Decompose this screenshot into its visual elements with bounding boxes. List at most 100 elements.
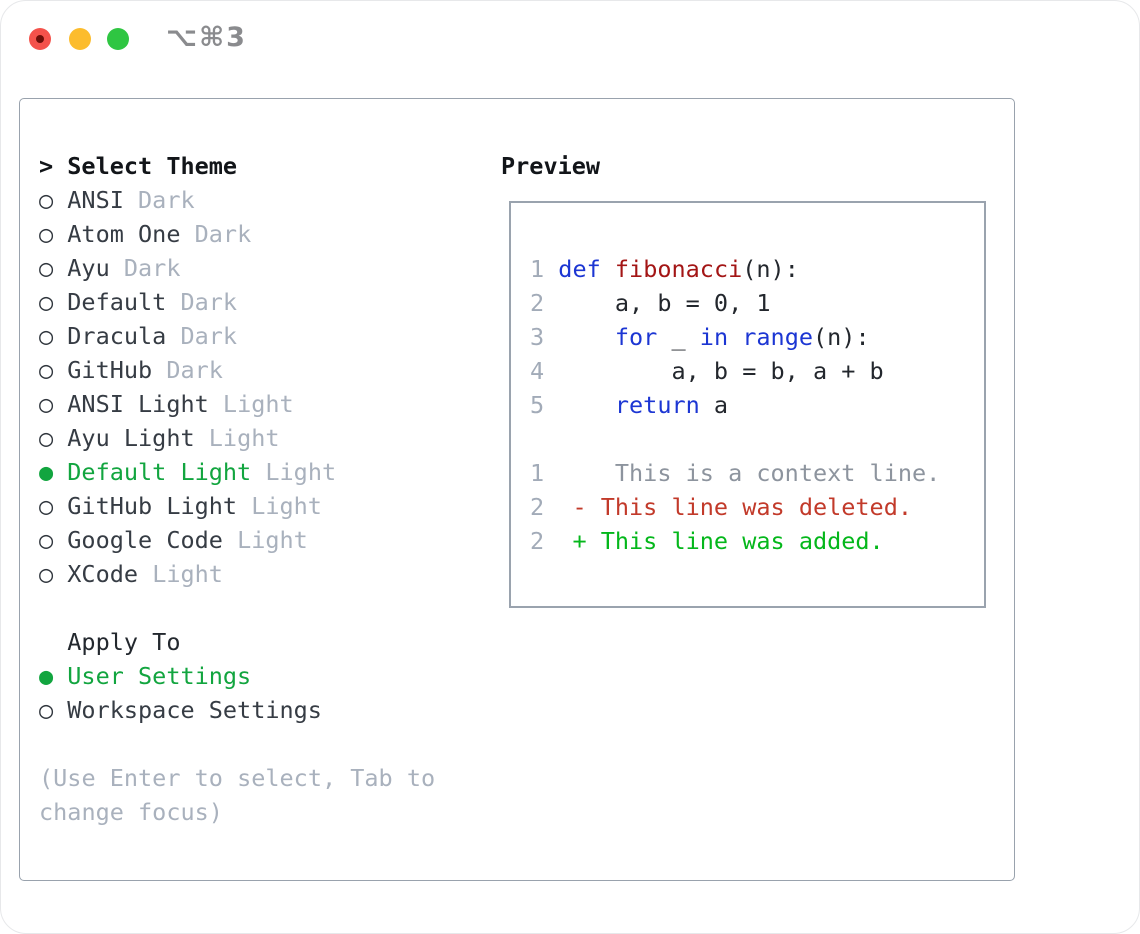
- option-variant-label: Dark: [194, 220, 252, 248]
- option-label: GitHub: [67, 356, 153, 384]
- theme-option[interactable]: ●Default Light Light: [39, 455, 489, 489]
- code-token-kw: def: [558, 255, 601, 283]
- theme-option[interactable]: ○ GitHub Dark: [39, 353, 489, 387]
- option-variant-label: Dark: [180, 288, 238, 316]
- code-token-code: (n):: [813, 323, 870, 351]
- option-label: GitHub Light: [67, 492, 238, 520]
- theme-option[interactable]: ○ ANSI Light Light: [39, 387, 489, 421]
- option-label: Google Code: [67, 526, 223, 554]
- code-line: 1 This is a context line.: [530, 456, 984, 490]
- radio-icon: ○: [39, 186, 54, 214]
- apply-to-header: Apply To: [39, 625, 489, 659]
- preview-title: Preview: [501, 152, 601, 180]
- radio-icon: ○: [39, 696, 54, 724]
- radio-icon: ○: [39, 254, 54, 282]
- option-variant-label: Dark: [138, 186, 195, 214]
- radio-icon: ○: [39, 220, 54, 248]
- theme-option[interactable]: ○ Google Code Light: [39, 523, 489, 557]
- code-token-lnum: 3: [530, 323, 559, 351]
- radio-icon: ○: [39, 288, 54, 316]
- code-token-code: [558, 391, 615, 419]
- close-button[interactable]: [29, 28, 51, 50]
- radio-icon: ○: [39, 560, 54, 588]
- option-variant-label: Light: [208, 424, 280, 452]
- code-token-lnum: 1: [530, 255, 559, 283]
- option-variant-label: Light: [237, 526, 308, 554]
- code-token-kw: in: [699, 323, 729, 351]
- option-label: ANSI Light: [67, 390, 209, 418]
- theme-sidebar: > Select Theme ○ ANSI Dark ○ Atom One Dark ○ A…: [39, 149, 489, 829]
- apply-to-list: ●User Settings ○ Workspace Settings: [39, 659, 489, 727]
- code-token-lnum: 1: [530, 459, 559, 487]
- section-title: Apply To: [67, 628, 181, 656]
- radio-icon: ○: [39, 390, 54, 418]
- theme-option[interactable]: ○ Ayu Dark: [39, 251, 489, 285]
- code-token-fn: fibonacci: [614, 255, 743, 283]
- radio-icon: ○: [39, 356, 54, 384]
- code-token-code: [558, 323, 615, 351]
- option-variant-label: Light: [251, 492, 322, 520]
- code-line: 2 a, b = 0, 1: [530, 286, 984, 320]
- code-line: 2 - This line was deleted.: [530, 490, 984, 524]
- zoom-button[interactable]: [107, 28, 129, 50]
- theme-option[interactable]: ○ Ayu Light Light: [39, 421, 489, 455]
- code-token-kw: return: [614, 391, 700, 419]
- option-label: Atom One: [67, 220, 181, 248]
- theme-list: ○ ANSI Dark ○ Atom One Dark ○ Ayu Dark ○ Defaul…: [39, 183, 489, 591]
- code-token-lnum: 2: [530, 493, 559, 521]
- option-variant-label: Dark: [180, 322, 238, 350]
- theme-option[interactable]: ○Dracula Dark: [39, 319, 489, 353]
- option-label: Default Light: [67, 458, 252, 486]
- radio-icon: ○: [39, 526, 54, 554]
- code-token-kw: range: [742, 323, 813, 351]
- focus-caret-icon: >: [39, 152, 54, 180]
- code-token-lnum: 5: [530, 391, 559, 419]
- radio-icon: ○: [39, 424, 54, 452]
- code-line: [530, 422, 984, 456]
- code-token-code: _: [657, 323, 700, 351]
- window-title: ⌥⌘3: [166, 22, 247, 53]
- option-label: Default: [67, 288, 167, 316]
- option-label: Dracula: [67, 322, 167, 350]
- option-variant-label: Light: [222, 390, 294, 418]
- code-token-code: [601, 255, 615, 283]
- code-line: 1 def fibonacci(n):: [530, 252, 984, 286]
- radio-icon: ○: [39, 492, 54, 520]
- code-line: 3 for _ in range(n):: [530, 320, 984, 354]
- hint-line: change focus): [39, 798, 223, 826]
- option-label: Ayu Light: [67, 424, 195, 452]
- radio-selected-icon: ●: [39, 662, 54, 690]
- code-token-code: (n):: [742, 255, 799, 283]
- theme-option[interactable]: ○ Default Dark: [39, 285, 489, 319]
- option-variant-label: Dark: [166, 356, 223, 384]
- code-token-del: - This line was deleted.: [558, 493, 913, 521]
- option-variant-label: Light: [152, 560, 223, 588]
- section-title: Select Theme: [67, 152, 238, 180]
- spacer: [39, 727, 489, 761]
- option-label: Ayu: [67, 254, 110, 282]
- option-variant-label: Dark: [123, 254, 181, 282]
- code-token-code: a: [699, 391, 729, 419]
- option-label: ANSI: [67, 186, 124, 214]
- code-line: 5 return a: [530, 388, 984, 422]
- code-token-code: a, b = b, a + b: [558, 357, 884, 385]
- theme-option[interactable]: ○ GitHub Light Light: [39, 489, 489, 523]
- spacer: [39, 591, 489, 625]
- select-theme-header: > Select Theme: [39, 149, 489, 183]
- code-token-lnum: 4: [530, 357, 559, 385]
- minimize-button[interactable]: [69, 28, 91, 50]
- code-line: 4 a, b = b, a + b: [530, 354, 984, 388]
- option-label: Workspace Settings: [67, 696, 322, 724]
- theme-option[interactable]: ○ Atom One Dark: [39, 217, 489, 251]
- apply-option[interactable]: ○ Workspace Settings: [39, 693, 489, 727]
- theme-option[interactable]: ○XCode Light: [39, 557, 489, 591]
- hint-line: (Use Enter to select, Tab to: [39, 764, 436, 792]
- hint-text: (Use Enter to select, Tab to change focu…: [39, 761, 489, 829]
- theme-option[interactable]: ○ ANSI Dark: [39, 183, 489, 217]
- option-variant-label: Light: [265, 458, 337, 486]
- code-token-kw: for: [614, 323, 658, 351]
- code-token-lnum: 2: [530, 527, 559, 555]
- apply-option[interactable]: ●User Settings: [39, 659, 489, 693]
- code-token-ctx: This is a context line.: [558, 459, 941, 487]
